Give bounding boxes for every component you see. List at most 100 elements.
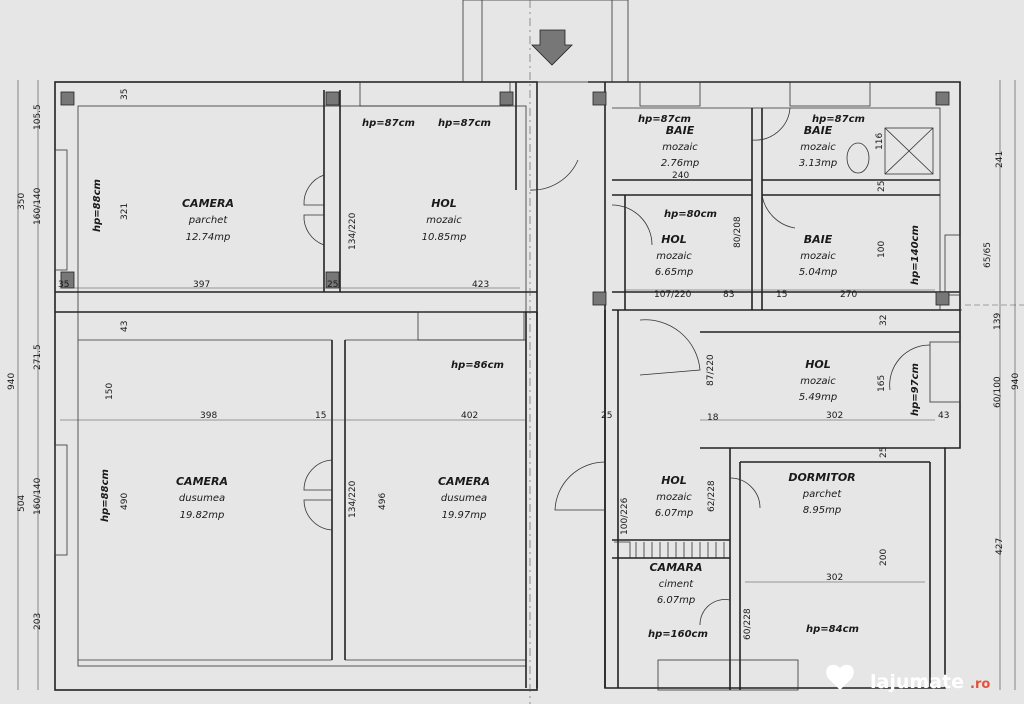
room-labels: CAMERA parchet 12.74mp HOL mozaic 10.85m… — [176, 124, 856, 606]
dimension-label: 203 — [33, 613, 43, 630]
dimension-label: 87/220 — [706, 354, 716, 386]
dimension-label: 107/220 — [654, 290, 692, 300]
doors — [303, 107, 931, 626]
watermark-tld: .ro — [970, 677, 990, 692]
room-area: 6.07mp — [657, 595, 695, 606]
dimension-label: 35 — [58, 280, 69, 290]
room-area: 19.82mp — [180, 510, 225, 521]
window-height: hp=84cm — [806, 624, 859, 635]
window-height: hp=80cm — [664, 209, 717, 220]
window-height: hp=87cm — [362, 118, 415, 129]
dimension-label: 150 — [105, 383, 115, 400]
dimension-label: 940 — [7, 373, 17, 390]
room-floor: mozaic — [800, 251, 836, 262]
dimension-label: 240 — [672, 171, 689, 181]
dimension-label: 160/140 — [33, 187, 43, 225]
room-floor: dusumea — [441, 493, 487, 504]
room-name: BAIE — [804, 233, 833, 246]
room-area: 6.07mp — [655, 508, 693, 519]
dimension-label: 134/220 — [348, 212, 358, 250]
dimension-label: 62/228 — [707, 480, 717, 512]
dimension-label: 321 — [120, 203, 130, 220]
room-name: CAMERA — [438, 475, 490, 488]
dimension-label: 200 — [879, 549, 889, 566]
dimension-label: 940 — [1011, 373, 1021, 390]
window-height: hp=87cm — [438, 118, 491, 129]
room-area: 5.49mp — [799, 392, 837, 403]
dimension-label: 134/220 — [348, 480, 358, 518]
dimension-label: 160/140 — [33, 477, 43, 515]
dimension-label: 116 — [875, 133, 885, 150]
dimension-label: 25 — [877, 181, 887, 192]
dimension-label: 271.5 — [33, 344, 43, 370]
room-floor: mozaic — [662, 142, 698, 153]
window-height: hp=88cm — [100, 469, 111, 522]
dimension-label: 60/100 — [993, 376, 1003, 408]
dimension-label: 350 — [17, 193, 27, 210]
dimension-label: 18 — [707, 413, 719, 423]
dimension-label: 490 — [120, 493, 130, 510]
window-height-labels: hp=87cm hp=87cm hp=87cm hp=87cm hp=88cm … — [92, 114, 921, 640]
dimension-label: 270 — [840, 290, 857, 300]
dimension-label: 15 — [776, 290, 787, 300]
window-height: hp=97cm — [910, 363, 921, 416]
room-area: 10.85mp — [422, 232, 467, 243]
room-name: CAMARA — [649, 561, 702, 574]
dimension-label: 165 — [877, 375, 887, 392]
window-height: hp=140cm — [910, 225, 921, 285]
heart-icon — [826, 664, 854, 690]
room-floor: ciment — [659, 579, 695, 590]
room-name: CAMERA — [182, 197, 234, 210]
room-floor: mozaic — [426, 215, 462, 226]
dimension-label: 83 — [723, 290, 734, 300]
watermark-logo: lajumate .ro — [826, 664, 990, 693]
room-name: HOL — [661, 474, 687, 487]
dimension-label: 35 — [120, 89, 130, 100]
window-height: hp=87cm — [812, 114, 865, 125]
dimension-label: 504 — [17, 495, 27, 512]
room-name: HOL — [661, 233, 687, 246]
dimension-label: 496 — [378, 493, 388, 510]
room-name: CAMERA — [176, 475, 228, 488]
dimension-label: 100/226 — [620, 497, 630, 535]
dimension-label: 25 — [327, 280, 338, 290]
room-name: HOL — [431, 197, 457, 210]
room-area: 3.13mp — [799, 158, 837, 169]
room-floor: mozaic — [800, 142, 836, 153]
room-area: 19.97mp — [442, 510, 487, 521]
room-area: 5.04mp — [799, 267, 837, 278]
dimension-label: 402 — [461, 411, 478, 421]
dimension-label: 398 — [200, 411, 217, 421]
dimension-label: 105.5 — [33, 104, 43, 130]
room-floor: dusumea — [179, 493, 225, 504]
room-floor: parchet — [802, 489, 843, 500]
dimension-label: 43 — [938, 411, 949, 421]
room-area: 12.74mp — [186, 232, 231, 243]
dimension-label: 423 — [472, 280, 489, 290]
dimension-label: 241 — [995, 151, 1005, 168]
dimension-labels: 105.5 35 321 35 397 25 423 134/220 43 15… — [7, 89, 1021, 640]
dimension-label: 60/228 — [743, 608, 753, 640]
window-height: hp=86cm — [451, 360, 504, 371]
room-area: 2.76mp — [661, 158, 699, 169]
dimension-label: 100 — [877, 241, 887, 258]
room-area: 8.95mp — [803, 505, 841, 516]
dimension-label: 25 — [879, 447, 889, 458]
dimension-label: 15 — [315, 411, 326, 421]
room-name: HOL — [805, 358, 831, 371]
dimension-label: 427 — [995, 538, 1005, 555]
window-height: hp=88cm — [92, 179, 103, 232]
dimension-label: 43 — [120, 321, 130, 332]
room-name: BAIE — [666, 124, 695, 137]
room-floor: mozaic — [800, 376, 836, 387]
walls — [54, 0, 1024, 704]
dimension-label: 302 — [826, 411, 843, 421]
room-floor: mozaic — [656, 492, 692, 503]
room-name: DORMITOR — [788, 471, 855, 484]
dimension-label: 397 — [193, 280, 210, 290]
watermark-text: lajumate — [870, 671, 964, 693]
dimension-lines — [17, 80, 1016, 690]
dimension-label: 32 — [879, 315, 889, 326]
dimension-label: 302 — [826, 573, 843, 583]
